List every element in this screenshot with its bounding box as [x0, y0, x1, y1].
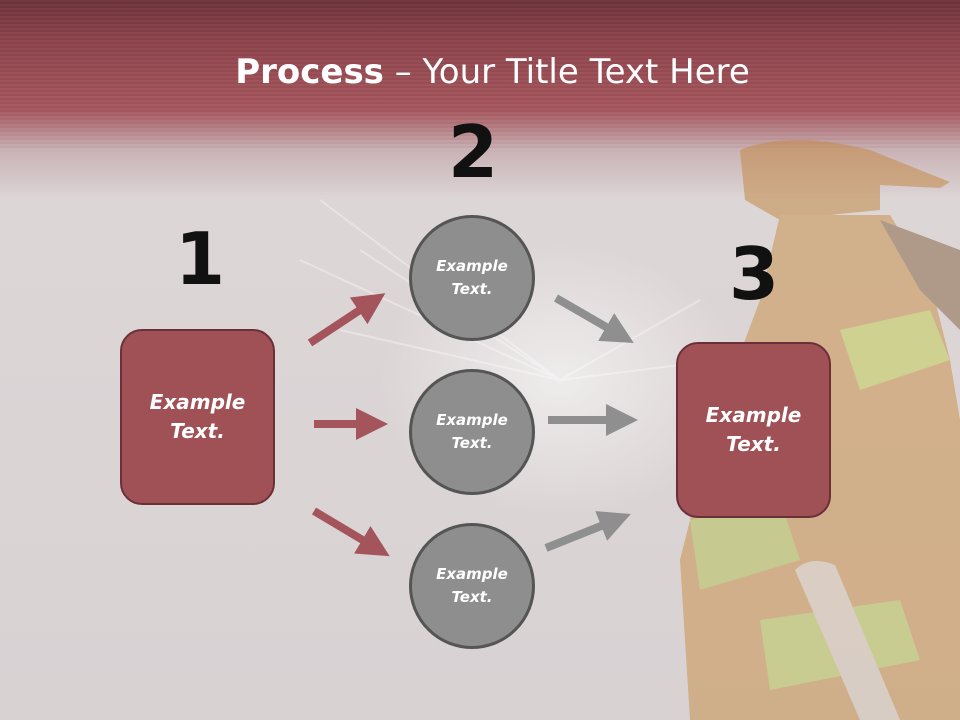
arrow-left-to-top: [307, 293, 386, 347]
step-number-1: 1: [174, 217, 226, 301]
title-rest: – Your Title Text Here: [383, 52, 750, 92]
step-number-3: 3: [728, 232, 780, 316]
arrow-bottom-to-right: [544, 511, 631, 552]
header-band: [0, 0, 960, 150]
left-box-label: Example Text.: [149, 390, 246, 443]
title-bold: Process: [235, 52, 384, 92]
slide-title: Process – Your Title Text Here: [0, 52, 960, 92]
arrow-top-to-right: [553, 294, 634, 344]
circle-middle-label: Example Text.: [436, 411, 508, 452]
arrow-left-to-bottom: [311, 507, 390, 557]
circle-top-label: Example Text.: [436, 257, 508, 298]
circle-top: Example Text.: [409, 215, 535, 341]
step-number-2: 2: [447, 110, 499, 194]
left-step-box: Example Text.: [120, 329, 275, 505]
circle-middle: Example Text.: [409, 369, 535, 495]
right-box-label: Example Text.: [705, 403, 802, 456]
circle-bottom: Example Text.: [409, 523, 535, 649]
circle-bottom-label: Example Text.: [436, 565, 508, 606]
right-step-box: Example Text.: [676, 342, 831, 518]
